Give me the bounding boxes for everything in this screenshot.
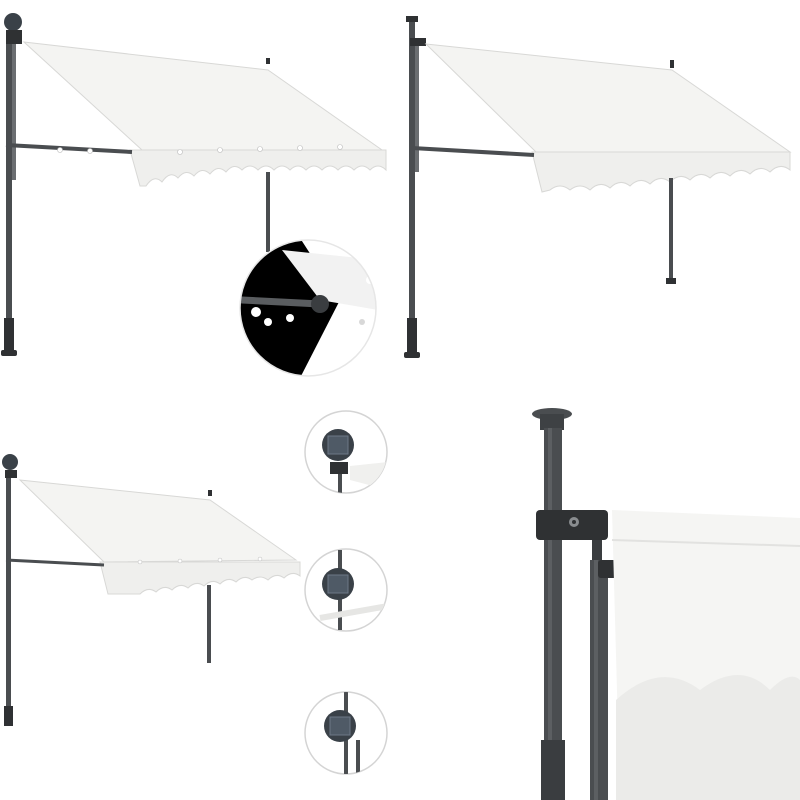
pole-bracket-closeup-icon xyxy=(532,408,800,800)
awning-side-view-icon xyxy=(404,16,792,358)
awning-with-led-lights-icon xyxy=(1,13,387,356)
awning-with-solar-light-icon xyxy=(2,454,301,726)
solar-panel-closeup-icon xyxy=(304,691,388,775)
solar-panel-closeup-icon xyxy=(304,548,388,632)
led-light-night-closeup-icon xyxy=(239,239,377,377)
solar-panel-closeup-icon xyxy=(304,410,388,494)
